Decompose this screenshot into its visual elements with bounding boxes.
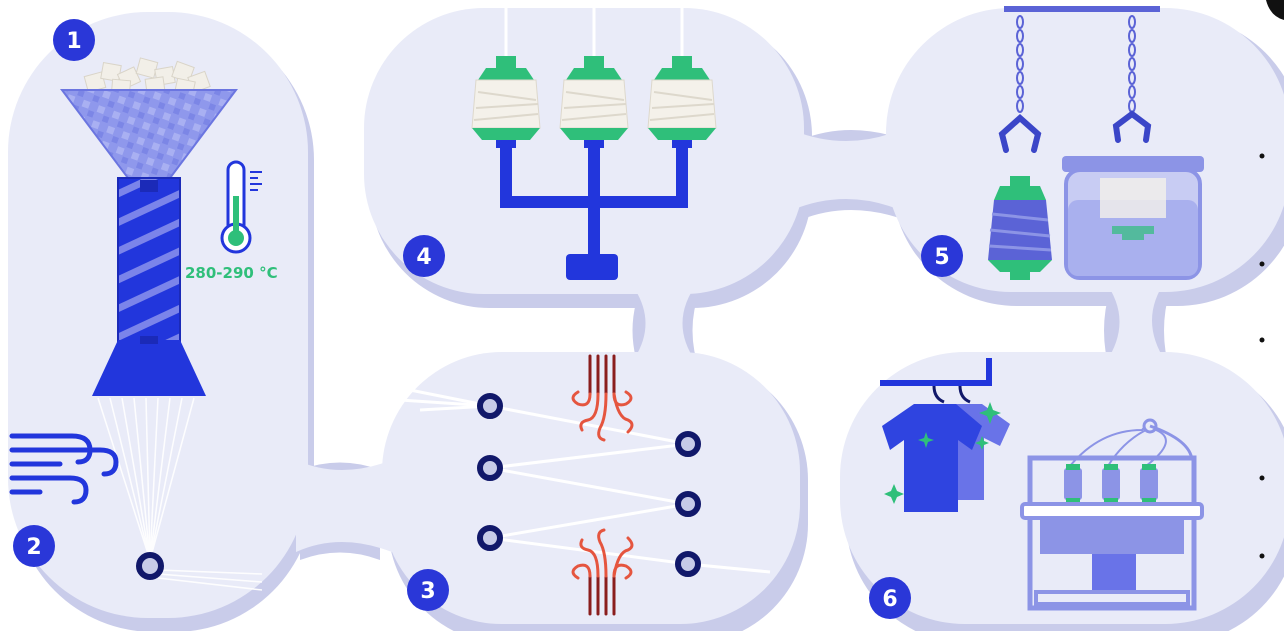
svg-text:4: 4 xyxy=(416,245,431,270)
connector-4-5 xyxy=(792,130,900,210)
roller xyxy=(678,554,698,574)
step-badge-1: 1 xyxy=(53,19,95,61)
svg-text:3: 3 xyxy=(420,579,435,604)
temperature-label: 280-290 °C xyxy=(185,264,278,282)
step-badge-5: 5 xyxy=(921,235,963,277)
step-badge-2: 2 xyxy=(13,525,55,567)
step-badge-6: 6 xyxy=(869,577,911,619)
svg-text:6: 6 xyxy=(882,587,897,612)
step-badge-3: 3 xyxy=(407,569,449,611)
svg-text:1: 1 xyxy=(66,29,81,54)
svg-text:2: 2 xyxy=(26,535,41,560)
roller xyxy=(678,494,698,514)
small-spool xyxy=(1064,464,1158,504)
connector-1-3 xyxy=(296,460,392,552)
roller xyxy=(678,434,698,454)
roller xyxy=(480,396,500,416)
roller xyxy=(480,528,500,548)
guide-roller xyxy=(139,555,161,577)
roller xyxy=(480,458,500,478)
step-badge-4: 4 xyxy=(403,235,445,277)
svg-text:5: 5 xyxy=(934,245,949,270)
extruder-screw xyxy=(118,178,180,348)
